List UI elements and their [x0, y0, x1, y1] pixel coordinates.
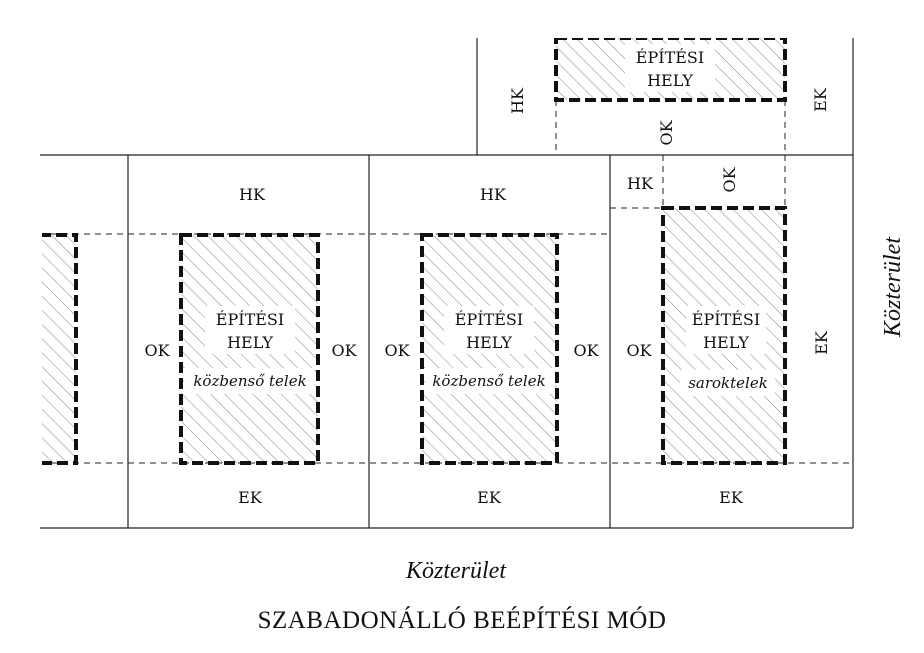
plot3-front-label: HK	[627, 174, 654, 193]
bp-top-line1: ÉPÍTÉSI	[636, 47, 704, 67]
plot2-left-label: OK	[384, 341, 410, 360]
plot2-front-label: HK	[480, 185, 507, 204]
bp-plot3-line1: ÉPÍTÉSI	[692, 309, 760, 329]
top-plot-rear-label: EK	[811, 87, 830, 112]
plot-boundaries	[40, 38, 854, 529]
bp-plot3-line2: HELY	[703, 333, 749, 352]
plot2-rear-label: EK	[477, 488, 502, 507]
bp-plot2-line1: ÉPÍTÉSI	[455, 309, 523, 329]
building-places	[36, 30, 792, 468]
setback-lines	[40, 100, 853, 464]
plot1-right-label: OK	[331, 341, 357, 360]
plot1-type-label: közbenső telek	[193, 372, 306, 390]
plot2-right-label: OK	[573, 341, 599, 360]
bp-top-line2: HELY	[647, 71, 693, 90]
plot1-front-label: HK	[239, 185, 266, 204]
bp-plot2-line2: HELY	[466, 333, 512, 352]
label-backgrounds	[184, 44, 775, 396]
plot3-left-label: OK	[626, 341, 652, 360]
top-plot-front-label: HK	[508, 87, 527, 114]
street-label-bottom: Közterület	[405, 558, 507, 584]
diagram-title: SZABADONÁLLÓ BEÉPÍTÉSI MÓD	[258, 606, 667, 634]
plot2-type-label: közbenső telek	[432, 372, 545, 390]
bp-plot1-line1: ÉPÍTÉSI	[216, 309, 284, 329]
plot3-rear-label: EK	[719, 488, 744, 507]
plot3-front-side-label: OK	[720, 166, 739, 192]
street-label-right: Közterület	[880, 236, 906, 338]
bp-plot1-line2: HELY	[227, 333, 273, 352]
building-place-partial	[38, 233, 78, 465]
plot3-type-label: saroktelek	[688, 374, 768, 392]
plot1-left-label: OK	[144, 341, 170, 360]
top-plot-side-label: OK	[657, 119, 676, 145]
plot3-right-label: EK	[812, 330, 831, 355]
plot1-rear-label: EK	[238, 488, 263, 507]
